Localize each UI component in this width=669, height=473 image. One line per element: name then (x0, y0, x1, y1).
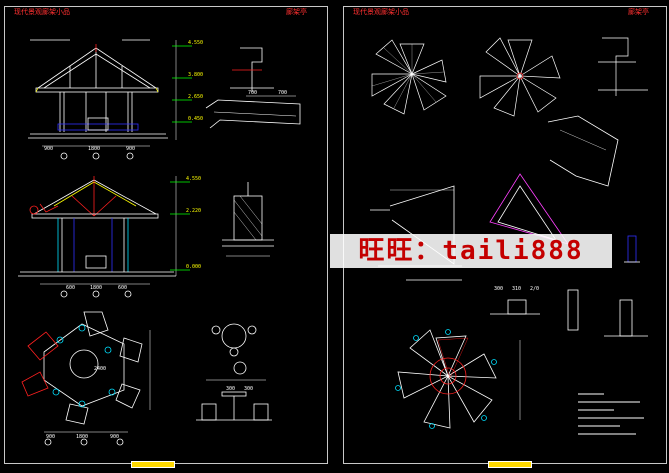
level-3800: 3.800 (188, 72, 203, 78)
elev-top-dim-3: 900 (126, 146, 135, 152)
right-dim-1: 300 (494, 286, 503, 292)
pavilion-plan (21, 311, 151, 446)
level-2650: 2.650 (188, 94, 203, 100)
elev-mid-dim-1: 600 (66, 285, 75, 291)
column-details (490, 235, 648, 337)
level-section-mid: 2.220 (186, 208, 201, 214)
elev-mid-dim-3: 600 (118, 285, 127, 291)
pavilion-elevation-1 (28, 39, 192, 160)
left-sheet-title: 现代景观廊架小品 (14, 8, 70, 16)
watermark-banner: 旺旺：taili888 (330, 234, 612, 268)
design-notes (578, 393, 644, 435)
level-section-base: 0.000 (186, 264, 201, 270)
right-sheet-stamp: 廊架亭 (628, 8, 649, 16)
roof-frame-plan (479, 37, 561, 117)
plan-dim-3: 900 (110, 434, 119, 440)
foundation-plan-star (395, 329, 521, 429)
roof-edge-detail (205, 47, 301, 129)
detail-dim-1: 700 (248, 90, 257, 96)
left-title-block-bar (131, 461, 175, 468)
elev-top-dim-1: 900 (44, 146, 53, 152)
right-dim-2: 310 (512, 286, 521, 292)
detail-dim-2: 700 (278, 90, 287, 96)
plan-dim-1: 900 (46, 434, 55, 440)
plan-dim-center: 2400 (94, 366, 106, 372)
right-sheet-title: 现代景观廊架小品 (353, 8, 409, 16)
plan-dim-2: 1800 (76, 434, 88, 440)
level-0450: 0.450 (188, 116, 203, 122)
left-sheet-stamp: 廊架亭 (286, 8, 307, 16)
level-4550: 4.550 (188, 40, 203, 46)
right-title-block-bar (488, 461, 532, 468)
stool-detail (196, 323, 272, 421)
foundation-detail (222, 182, 274, 257)
elev-top-dim-2: 1800 (88, 146, 100, 152)
level-section-top: 4.550 (186, 176, 201, 182)
right-dim-3: 2/0 (530, 286, 539, 292)
elev-mid-dim-2: 1800 (90, 285, 102, 291)
gutter-detail (598, 37, 648, 96)
stool-dim-1: 300 (226, 386, 235, 392)
pavilion-section (18, 176, 190, 298)
roof-plan-fan (371, 39, 447, 115)
ridge-detail (489, 115, 619, 245)
stool-dim-2: 300 (244, 386, 253, 392)
